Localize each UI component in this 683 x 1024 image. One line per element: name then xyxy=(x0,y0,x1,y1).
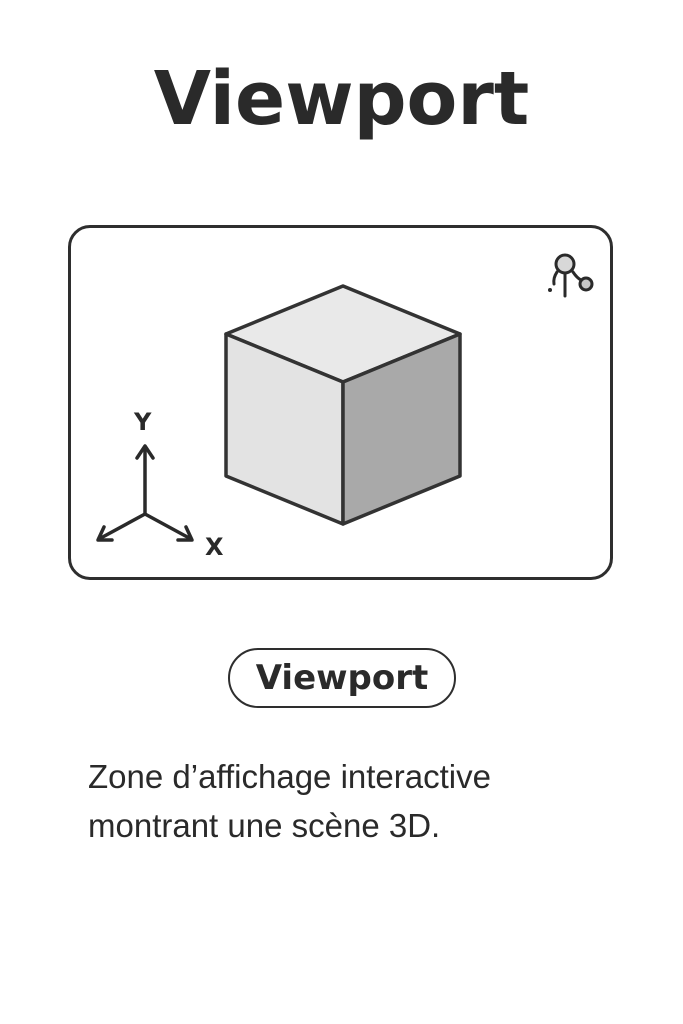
page-title: Viewport xyxy=(153,56,530,142)
viewport-caption-badge: Viewport xyxy=(228,648,456,708)
axis-label-y: Y xyxy=(134,408,152,436)
orbit-gizmo-icon[interactable] xyxy=(545,248,601,304)
scene-3d xyxy=(96,284,462,542)
cube-right-face xyxy=(341,332,462,526)
axes-indicator xyxy=(96,444,194,542)
description-line-2: montrant une scène 3D. xyxy=(88,807,441,844)
description-text: Zone d’affichage interactive montrant un… xyxy=(88,752,628,850)
axis-label-x: X xyxy=(205,533,224,561)
description-line-1: Zone d’affichage interactive xyxy=(88,758,491,795)
cube-object[interactable] xyxy=(224,284,462,526)
viewport-canvas[interactable]: Y X xyxy=(68,225,613,580)
